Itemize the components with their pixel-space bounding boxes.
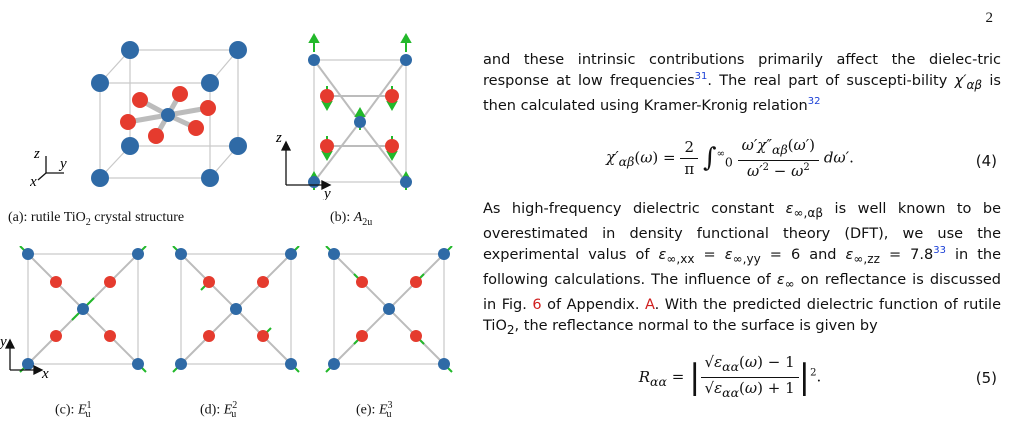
axis-label-z: z (33, 146, 40, 162)
figure-1: z y x z y (0, 0, 470, 446)
citation-33[interactable]: 33 (933, 244, 946, 256)
axis-label-y-c: y (0, 334, 7, 350)
citation-32[interactable]: 32 (807, 96, 821, 108)
caption-a: (a): rutile TiO2 crystal structure (8, 210, 185, 228)
panel-e-eu3-mode (325, 246, 453, 373)
paragraph-2: As high-frequency dielectric constant ε∞… (483, 200, 1002, 337)
appendix-a-link[interactable]: A (644, 296, 655, 313)
caption-c: (c): E1u (55, 400, 92, 421)
equation-5-number: (5) (975, 369, 997, 388)
panel-c-eu1-mode: y x (0, 246, 147, 382)
equation-4-number: (4) (975, 151, 997, 170)
equation-5: Rαα = |√εαα(ω) − 1√εαα(ω) + 1|2. (5) (638, 353, 997, 401)
axis-label-y: y (58, 156, 67, 172)
o-atoms (120, 86, 216, 144)
ti-atoms (91, 41, 247, 187)
paragraph-1: and these intrinsic contributions primar… (483, 52, 1001, 114)
axis-label-x: x (30, 174, 37, 190)
body-text-column: and these intrinsic contributions primar… (483, 50, 1001, 408)
figure-6-link[interactable]: 6 (532, 296, 542, 313)
panel-d-eu2-mode (172, 246, 300, 373)
axes-triad-a (37, 156, 64, 181)
axis-label-x-c: x (41, 366, 49, 382)
citation-31[interactable]: 31 (694, 71, 708, 83)
caption-d: (d): E2u (200, 400, 238, 421)
panel-b-a2u-mode: z y (275, 32, 412, 200)
axis-label-y-b: y (322, 186, 331, 200)
page-number: 2 (985, 10, 994, 26)
caption-b: (b): A2u (330, 210, 373, 228)
caption-e: (e): E3u (356, 400, 393, 421)
panel-a-crystal-structure: z y x (30, 41, 247, 190)
axis-label-z-b: z (275, 130, 282, 146)
